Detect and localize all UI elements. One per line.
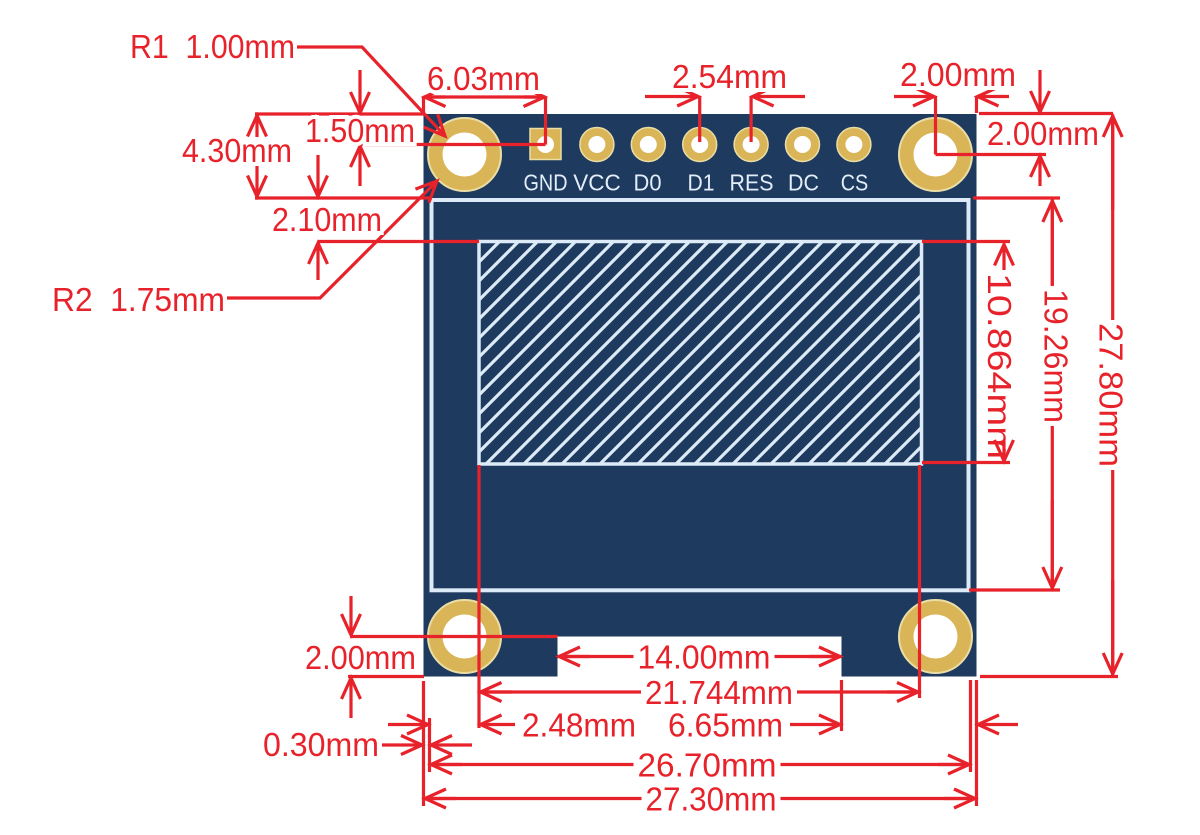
svg-text:6.03mm: 6.03mm xyxy=(427,60,540,97)
svg-text:R2 1.75mm: R2 1.75mm xyxy=(52,281,225,318)
svg-text:26.70mm: 26.70mm xyxy=(638,747,777,784)
svg-text:D0: D0 xyxy=(634,170,662,196)
svg-text:GND: GND xyxy=(524,170,568,196)
svg-text:0.30mm: 0.30mm xyxy=(263,726,379,763)
svg-text:4.30mm: 4.30mm xyxy=(182,132,292,169)
svg-text:2.48mm: 2.48mm xyxy=(522,707,636,744)
svg-text:VCC: VCC xyxy=(573,170,621,196)
svg-text:D1: D1 xyxy=(688,170,715,196)
svg-text:2.54mm: 2.54mm xyxy=(672,58,787,95)
svg-text:19.26mm: 19.26mm xyxy=(1037,289,1074,423)
svg-text:DC: DC xyxy=(788,170,819,196)
svg-text:21.744mm: 21.744mm xyxy=(645,674,793,711)
svg-text:2.00mm: 2.00mm xyxy=(987,115,1099,152)
svg-text:14.00mm: 14.00mm xyxy=(638,639,771,676)
svg-text:CS: CS xyxy=(841,170,869,196)
svg-text:2.00mm: 2.00mm xyxy=(900,56,1016,93)
svg-text:6.65mm: 6.65mm xyxy=(668,707,783,744)
svg-text:2.00mm: 2.00mm xyxy=(305,639,416,676)
svg-text:27.80mm: 27.80mm xyxy=(1093,323,1130,467)
svg-text:10.864mm: 10.864mm xyxy=(981,273,1018,459)
svg-text:R1 1.00mm: R1 1.00mm xyxy=(130,28,295,65)
svg-text:1.50mm: 1.50mm xyxy=(305,112,415,149)
svg-text:RES: RES xyxy=(730,170,774,196)
svg-text:27.30mm: 27.30mm xyxy=(646,781,777,818)
svg-text:2.10mm: 2.10mm xyxy=(272,201,382,238)
